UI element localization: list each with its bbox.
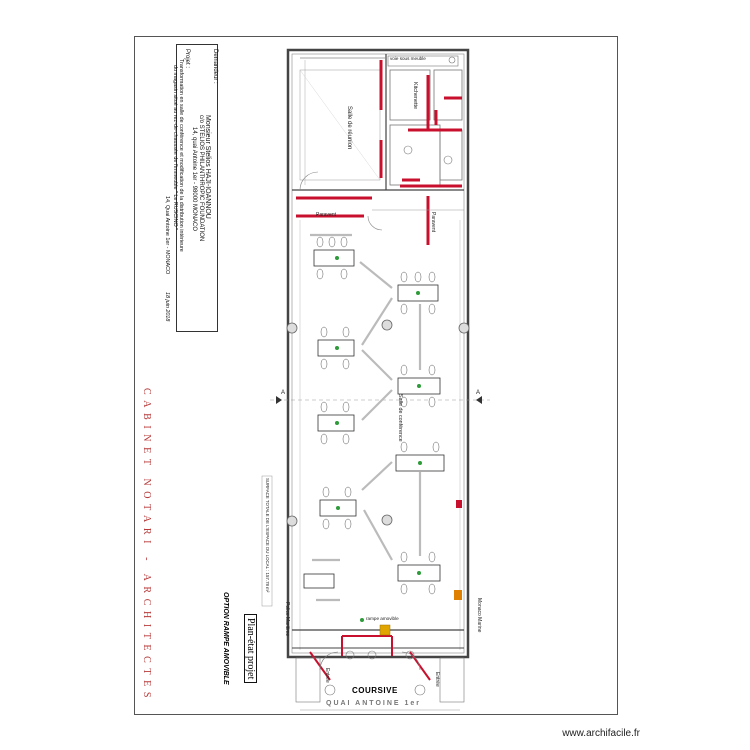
label-entree-left: Entrée: [324, 668, 330, 683]
section-mark-right: A: [476, 390, 481, 396]
conference-tables: [303, 249, 445, 589]
title-block: Demandeur : Monsieur Stelios HAJI-IOANNO…: [172, 44, 218, 332]
label-police-maritime: Police Maritime: [284, 602, 290, 637]
label-salle-reunion: Salle de réunion: [346, 106, 352, 150]
sheet-subtitle: OPTION RAMPE AMOVIBLE: [222, 592, 229, 685]
label-coursive: COURSIVE: [352, 686, 398, 695]
watermark-text: www.archifacile.fr: [562, 728, 640, 739]
label-voie-sous-meuble: voie sous meuble: [390, 56, 426, 61]
label-quai: QUAI ANTOINE 1er: [326, 700, 422, 707]
label-kitchenette: Kitchenette: [412, 82, 418, 109]
outer-wall: [286, 48, 470, 659]
label-paravent: Paravent: [316, 212, 337, 218]
drawing-sheet: [134, 36, 618, 715]
surface-note: SURFACE TOTALE DE L'ESPACE DU LOCAL : 15…: [265, 478, 270, 593]
label-rampe-amovible: rampe amovible: [366, 616, 399, 621]
label-paravent-2: Paravent: [430, 212, 436, 233]
label-salle-conference: Salle de conférence: [397, 394, 403, 442]
section-mark-left: A: [281, 390, 286, 396]
label-entree-right: Entrée: [434, 672, 440, 687]
label-monaco-marine: Monaco Marine: [476, 598, 482, 633]
sheet-title: Plan-état projet: [244, 614, 257, 684]
